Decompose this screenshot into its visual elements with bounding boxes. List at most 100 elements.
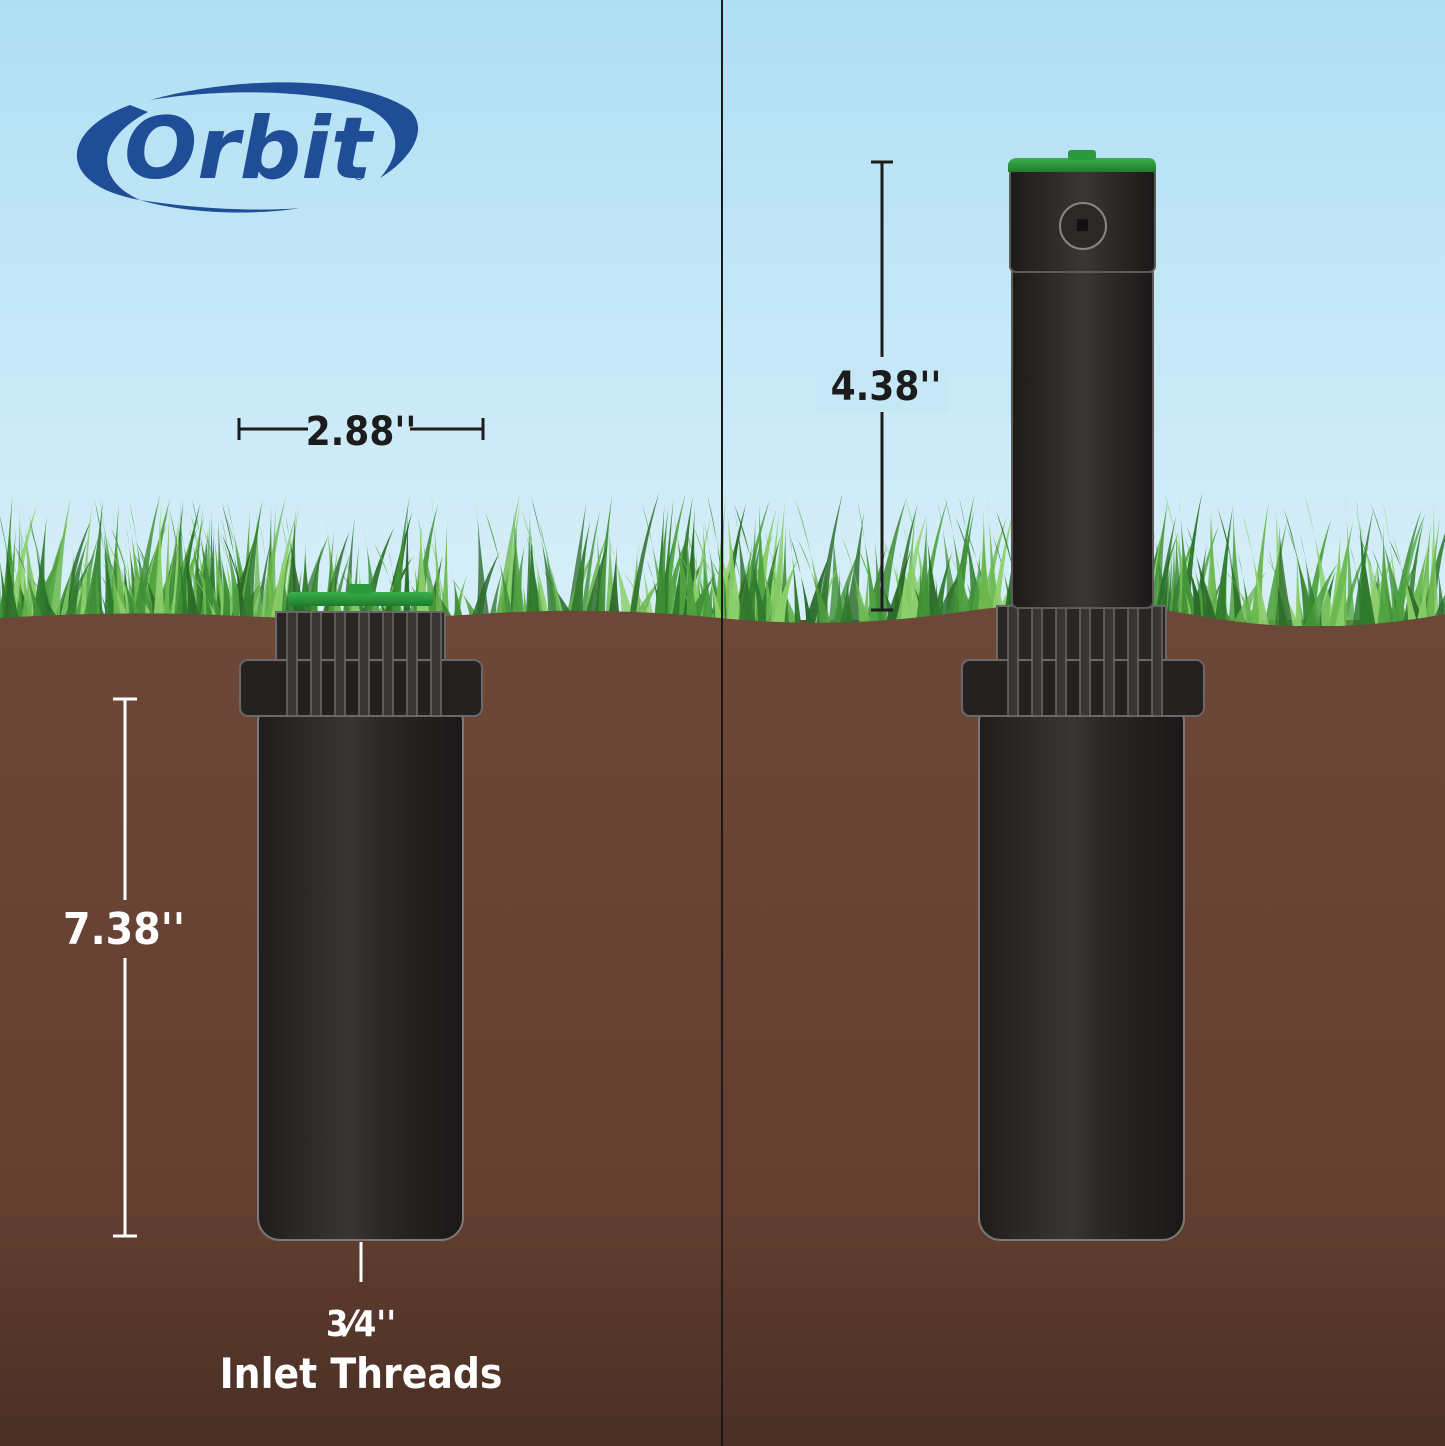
grass-blade [771, 556, 799, 626]
sprinkler-body-right [978, 699, 1185, 1241]
grass-blade [58, 562, 74, 626]
grass-blade [894, 514, 927, 626]
grass-blade [81, 532, 101, 626]
grass-blade [653, 506, 669, 626]
grass-blade [239, 499, 263, 626]
grass-blade [1371, 548, 1398, 626]
logo-swoosh-left [76, 105, 148, 200]
grass-blade [757, 535, 781, 626]
collar-rib [1031, 605, 1043, 717]
grass-blade [28, 514, 55, 626]
grass-blade [217, 542, 240, 626]
grass-blade [862, 563, 870, 626]
sprinkler-cap-nub-right [1068, 150, 1096, 160]
grass-blade [212, 520, 228, 626]
grass-blade [1177, 511, 1188, 626]
grass-blade [1186, 525, 1219, 626]
grass-blade [539, 528, 567, 626]
grass-blade [22, 506, 42, 626]
grass-blade [326, 549, 338, 626]
grass-blade [628, 493, 660, 626]
grass-blade [930, 551, 953, 626]
grass-blade [193, 576, 222, 626]
grass-blade [1335, 576, 1348, 626]
grass-blade [1295, 534, 1302, 626]
collar-rib [430, 611, 442, 717]
grass-blade [110, 527, 143, 626]
grass-blade [279, 553, 293, 626]
grass-blade [816, 493, 843, 626]
logo-registered-mark: ® [352, 168, 366, 184]
grass-blade [3, 530, 21, 626]
grass-blade [1266, 557, 1300, 626]
collar-ribs-left [286, 611, 442, 717]
grass-blade [13, 543, 46, 626]
body-height-dimension-label: 7.38'' [63, 904, 185, 955]
grass-blade [192, 513, 206, 626]
grass-blade [741, 537, 762, 626]
grass-blade [1153, 515, 1177, 626]
grass-blade [109, 545, 123, 626]
grass-blade [499, 565, 510, 626]
grass-blade [873, 525, 886, 626]
grass-blade [1183, 550, 1211, 626]
grass-blade [188, 524, 213, 626]
grass-blade [579, 509, 601, 626]
popup-height-dimension-label: 4.38'' [831, 364, 942, 410]
grass-blade [704, 520, 725, 626]
grass-blade [1304, 494, 1337, 626]
grass-blade [834, 567, 845, 626]
grass-blade [797, 539, 833, 626]
grass-blade [388, 549, 403, 626]
sprinkler-riser-stem [1011, 267, 1154, 609]
grass-blade [960, 565, 985, 626]
grass-blade [788, 526, 802, 626]
logo-swoosh-top [150, 82, 419, 178]
grass-blade [251, 502, 264, 626]
grass-blade [1349, 545, 1372, 626]
grass-blade [94, 500, 117, 626]
grass-blade [131, 494, 161, 626]
grass-blade [169, 510, 191, 626]
collar-rib [1151, 605, 1163, 717]
grass-blade [194, 563, 230, 626]
width-dimension-label: 2.88'' [306, 409, 417, 455]
grass-blade [494, 493, 521, 626]
grass-blade [838, 577, 855, 626]
collar-rib [406, 611, 418, 717]
grass-blade [1437, 561, 1445, 626]
grass-blade [6, 503, 38, 626]
grass-blade [1264, 521, 1287, 626]
grass-blade [440, 517, 450, 626]
grass-blade [1345, 493, 1356, 626]
width-dimension [237, 418, 485, 440]
grass-blade [565, 502, 587, 626]
collar-rib [1079, 605, 1091, 717]
collar-rib [1127, 605, 1139, 717]
grass-blade [605, 528, 637, 626]
grass-blade [152, 497, 166, 626]
grass-blade [487, 571, 503, 626]
grass-blade [734, 510, 757, 626]
grass-blade [61, 553, 95, 626]
sprinkler-retracted [239, 584, 483, 1241]
grass-blade [526, 515, 542, 626]
grass-blade [843, 512, 865, 626]
collar-rib [382, 611, 394, 717]
collar-rib [310, 611, 322, 717]
popup-height-label-bg [815, 357, 949, 412]
collar-rib [1103, 605, 1115, 717]
collar-rib [358, 611, 370, 717]
grass-blade [1213, 505, 1234, 626]
grass-blade [711, 522, 744, 626]
grass-blade [1178, 499, 1195, 626]
grass-blade [162, 507, 170, 626]
grass-blade [20, 565, 38, 626]
grass-blade [1354, 506, 1387, 626]
grass-blade [1250, 501, 1269, 626]
grass-blade [989, 509, 1014, 626]
logo-wordmark: Orbit [124, 99, 375, 199]
grass-blade [79, 501, 93, 626]
grass-blade [1220, 518, 1246, 626]
